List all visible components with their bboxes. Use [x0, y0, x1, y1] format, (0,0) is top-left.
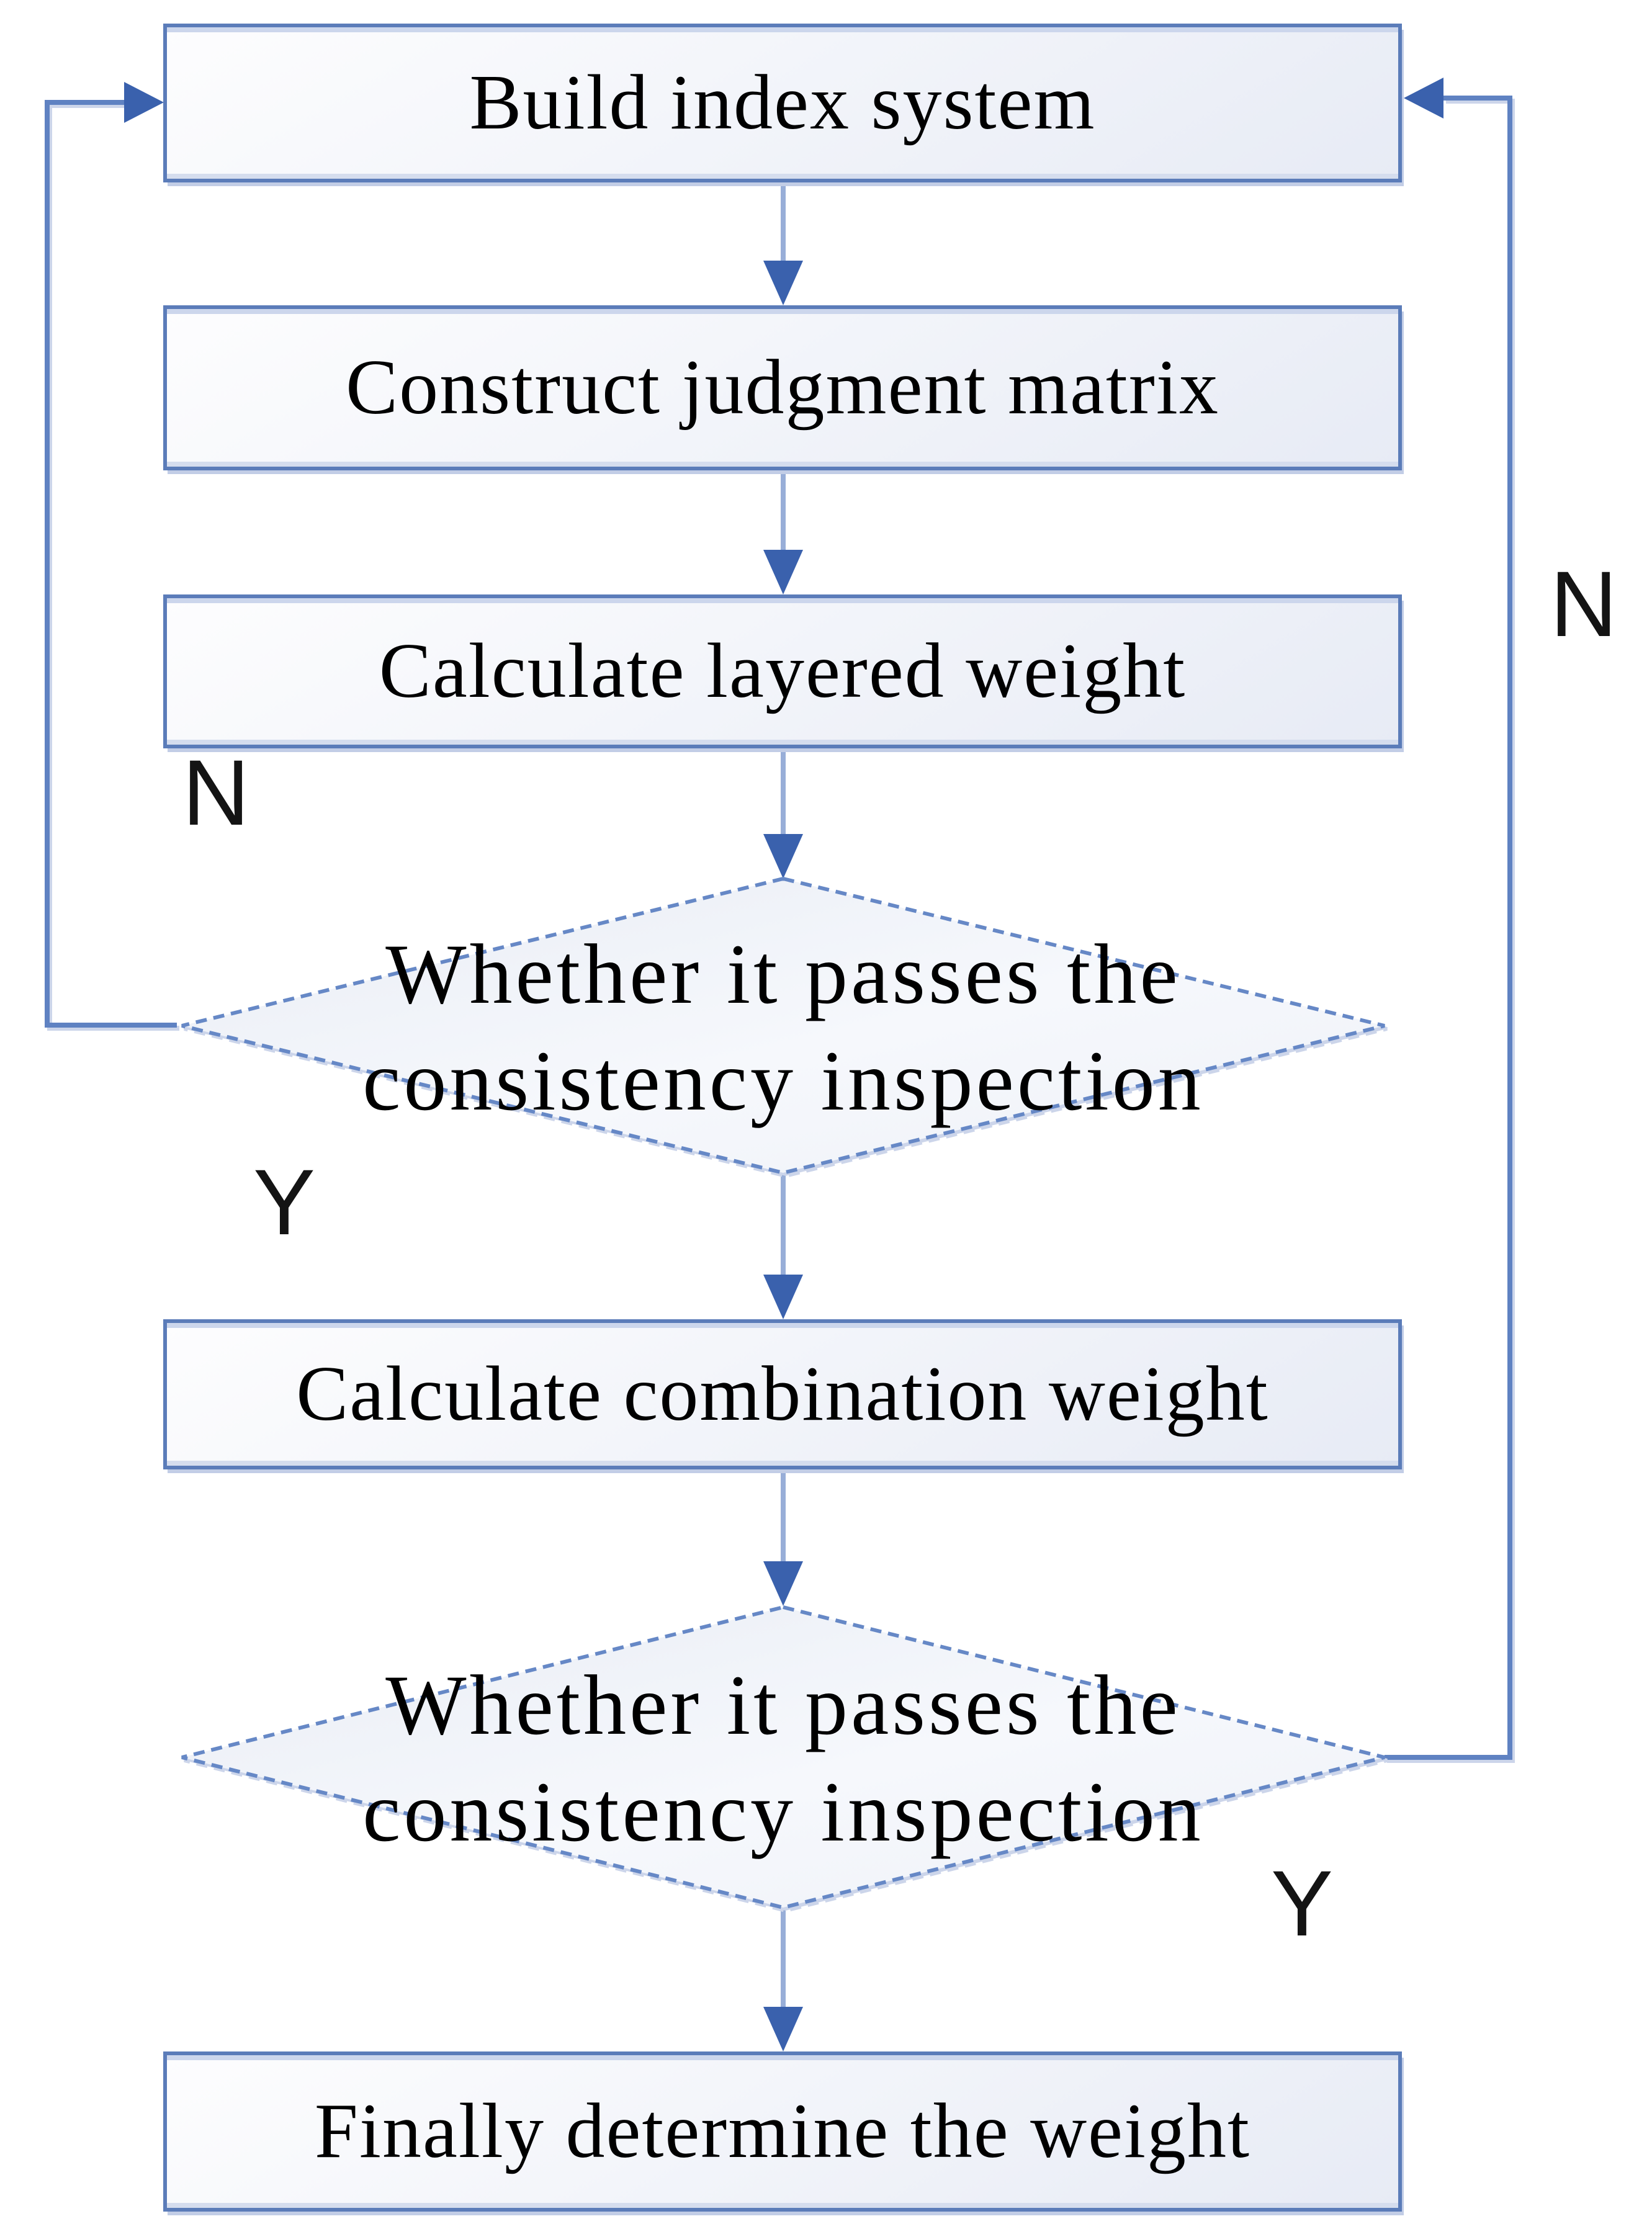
arrowhead — [1404, 78, 1443, 119]
arrowhead — [763, 550, 803, 594]
decision-label-line-2: consistency inspection — [362, 1033, 1204, 1128]
process-box-finally-determine-weight: Finally determine the weight — [163, 2051, 1402, 2212]
arrowhead — [763, 1275, 803, 1319]
process-label: Calculate layered weight — [379, 628, 1187, 714]
arrowhead — [763, 834, 803, 879]
decision-label-line-2: consistency inspection — [362, 1764, 1204, 1859]
process-box-calculate-combination-weight: Calculate combination weight — [163, 1319, 1402, 1469]
edge-label-decision1-yes: Y — [253, 1149, 316, 1254]
process-label: Construct judgment matrix — [346, 344, 1219, 431]
arrowhead — [763, 261, 803, 305]
arrowhead — [763, 2007, 803, 2051]
decision-consistency-2-shape — [181, 1605, 1385, 1910]
process-label: Calculate combination weight — [296, 1351, 1269, 1437]
edge-label-decision1-no: N — [182, 740, 250, 845]
edge-label-decision2-no: N — [1550, 551, 1618, 656]
loop-right-no-path — [1385, 78, 1512, 1760]
down-arrowheads — [763, 261, 803, 2051]
edge-label-decision2-yes: Y — [1270, 1850, 1334, 1955]
process-box-build-index-system: Build index system — [163, 24, 1402, 182]
decision-label-line-1: Whether it passes the — [385, 926, 1181, 1021]
arrowhead — [763, 1561, 803, 1606]
decision-consistency-1-label: Whether it passes the consistency inspec… — [225, 921, 1342, 1134]
process-box-construct-judgment-matrix: Construct judgment matrix — [163, 305, 1402, 470]
loop-left-line — [45, 100, 177, 1028]
decision-consistency-1-shape — [181, 876, 1385, 1175]
decision-label-line-1: Whether it passes the — [385, 1657, 1181, 1752]
arrowhead — [124, 82, 164, 123]
process-label: Finally determine the weight — [314, 2088, 1251, 2174]
decision-consistency-2-label: Whether it passes the consistency inspec… — [225, 1652, 1342, 1865]
loop-right-line — [1385, 96, 1512, 1760]
loop-left-no-path — [45, 82, 177, 1028]
process-box-calculate-layered-weight: Calculate layered weight — [163, 594, 1402, 748]
process-label: Build index system — [469, 60, 1096, 146]
